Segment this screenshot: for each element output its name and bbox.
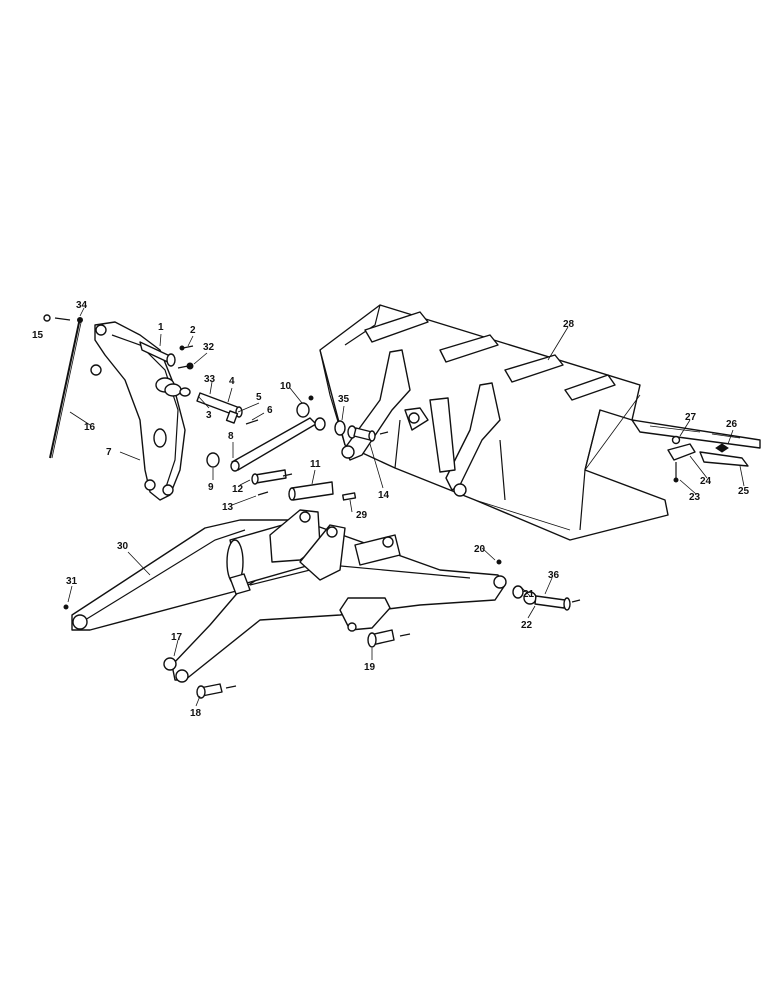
tooth-adapter (667, 435, 696, 483)
washer-5 (225, 410, 259, 425)
callout-5: 5 (256, 392, 262, 403)
callout-25: 25 (738, 486, 750, 497)
bushing-17 (163, 657, 177, 671)
bellcrank-link (90, 321, 186, 501)
callout-36: 36 (548, 570, 560, 581)
callout-19: 19 (364, 662, 376, 673)
pin-14 (334, 420, 389, 442)
rod-16 (43, 314, 83, 459)
callout-32: 32 (203, 342, 215, 353)
callout-4: 4 (229, 376, 235, 387)
callout-3: 3 (206, 410, 212, 421)
callout-30: 30 (117, 541, 129, 552)
pin-19 (367, 629, 411, 648)
callout-2: 2 (190, 325, 196, 336)
pin-18 (196, 683, 237, 699)
callout-10: 10 (280, 381, 292, 392)
callout-6: 6 (267, 405, 273, 416)
callout-11: 11 (310, 459, 321, 470)
bolt-2 (179, 345, 194, 351)
callout-8: 8 (228, 431, 234, 442)
callout-26: 26 (726, 419, 738, 430)
callout-23: 23 (689, 492, 701, 503)
callout-13: 13 (222, 502, 234, 513)
callout-9: 9 (208, 482, 214, 493)
callout-16: 16 (84, 422, 96, 433)
pin-1 (139, 341, 176, 367)
callout-12: 12 (232, 484, 244, 495)
callout-33: 33 (204, 374, 216, 385)
leader-lines (67, 307, 745, 707)
callout-27: 27 (685, 412, 697, 423)
callout-15: 15 (32, 330, 44, 341)
pin-12 (251, 469, 293, 496)
callout-21: 21 (523, 589, 535, 600)
callout-29: 29 (356, 510, 368, 521)
pin-11 (288, 481, 334, 501)
callout-numbers: 1 2 3 4 5 6 7 8 9 10 11 12 13 14 15 16 1… (32, 300, 750, 719)
callout-14: 14 (378, 490, 390, 501)
callout-22: 22 (521, 620, 533, 631)
callout-28: 28 (563, 319, 575, 330)
bushing-3 (155, 377, 191, 397)
callout-31: 31 (66, 576, 78, 587)
fitting-32 (177, 362, 194, 370)
bushing-29 (342, 492, 357, 501)
cutting-edge (631, 419, 761, 467)
pin-22 (512, 585, 581, 611)
callout-34: 34 (76, 300, 88, 311)
fitting-20 (496, 559, 502, 565)
boom-arm-assembly (71, 509, 507, 683)
callout-7: 7 (106, 447, 112, 458)
bushing-9 (206, 452, 220, 468)
callout-35: 35 (338, 394, 350, 405)
spacer-10 (296, 395, 326, 431)
bucket (319, 304, 669, 541)
callout-1: 1 (158, 322, 164, 333)
callout-18: 18 (190, 708, 202, 719)
pin-8 (230, 417, 317, 472)
callout-20: 20 (474, 544, 486, 555)
callout-24: 24 (700, 476, 712, 487)
callout-17: 17 (171, 632, 183, 643)
fitting-31 (63, 604, 69, 610)
